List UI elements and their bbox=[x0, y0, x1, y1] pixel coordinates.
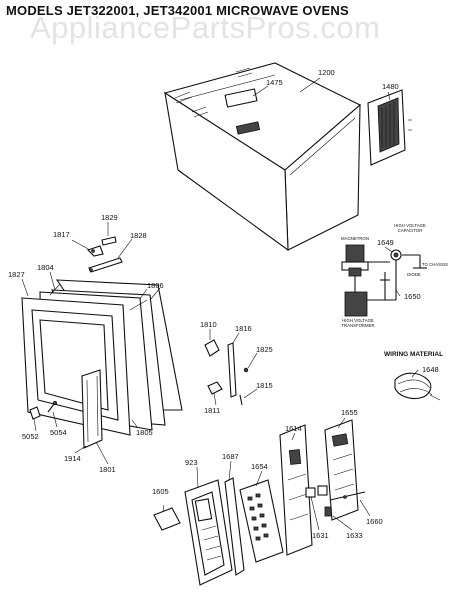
keypad bbox=[239, 479, 284, 563]
label-1475: 1475 bbox=[266, 78, 283, 87]
label-1801: 1801 bbox=[99, 465, 116, 474]
wiring-material-label: WIRING MATERIAL bbox=[384, 351, 444, 358]
schematic-diode-label: DIODE bbox=[407, 272, 421, 277]
label-1631: 1631 bbox=[312, 531, 329, 540]
label-1687: 1687 bbox=[222, 452, 239, 461]
cabinet-outer-case bbox=[163, 62, 361, 252]
label-1633: 1633 bbox=[346, 531, 363, 540]
label-1828: 1828 bbox=[130, 231, 147, 240]
label-1480: 1480 bbox=[382, 82, 399, 91]
label-5052: 5052 bbox=[22, 432, 39, 441]
label-5054: 5054 bbox=[50, 428, 67, 437]
power-board bbox=[324, 419, 366, 521]
schematic-transformer-label: HIGH VOLTAGE TRANSFORMER bbox=[341, 318, 375, 328]
watermark: AppliancePartsPros.com bbox=[30, 10, 381, 45]
label-1829: 1829 bbox=[101, 213, 118, 222]
label-1200: 1200 bbox=[318, 68, 335, 77]
label-1827: 1827 bbox=[8, 270, 25, 279]
door-handle bbox=[81, 369, 103, 449]
label-1815: 1815 bbox=[256, 381, 273, 390]
wiring-material bbox=[394, 372, 441, 401]
hinge-parts bbox=[86, 236, 123, 273]
label-1805: 1805 bbox=[136, 428, 153, 437]
hv-schematic bbox=[341, 244, 427, 317]
label-1654: 1654 bbox=[251, 462, 268, 471]
latch-assembly bbox=[204, 339, 249, 406]
label-1816: 1816 bbox=[235, 324, 252, 333]
leader-lines bbox=[21, 77, 419, 531]
label-1648: 1648 bbox=[422, 365, 439, 374]
schematic-chassis-label: TO CHASSIS bbox=[422, 262, 448, 267]
rear-panel bbox=[367, 89, 412, 166]
schematic-magnetron-label: MAGNETRON bbox=[341, 236, 369, 241]
diagram-title: MODELS JET322001, JET342001 MICROWAVE OV… bbox=[6, 3, 349, 18]
label-1806: 1806 bbox=[147, 281, 164, 290]
label-1811: 1811 bbox=[204, 406, 221, 415]
label-1614: 1614 bbox=[285, 424, 302, 433]
label-923: 923 bbox=[185, 458, 198, 467]
control-panel bbox=[153, 477, 245, 586]
label-1655: 1655 bbox=[341, 408, 358, 417]
label-1914: 1914 bbox=[64, 454, 81, 463]
label-1810: 1810 bbox=[200, 320, 217, 329]
label-1650: 1650 bbox=[404, 292, 421, 301]
label-1660: 1660 bbox=[366, 517, 383, 526]
label-1825: 1825 bbox=[256, 345, 273, 354]
label-1804: 1804 bbox=[37, 263, 54, 272]
schematic-capacitor-label: HIGH VOLTAGE CAPACITOR bbox=[394, 223, 426, 233]
label-1605: 1605 bbox=[152, 487, 169, 496]
label-1649: 1649 bbox=[377, 238, 394, 247]
label-1817: 1817 bbox=[53, 230, 70, 239]
door-assembly bbox=[21, 279, 183, 436]
control-board bbox=[279, 424, 313, 556]
latch-small-parts bbox=[29, 400, 58, 420]
